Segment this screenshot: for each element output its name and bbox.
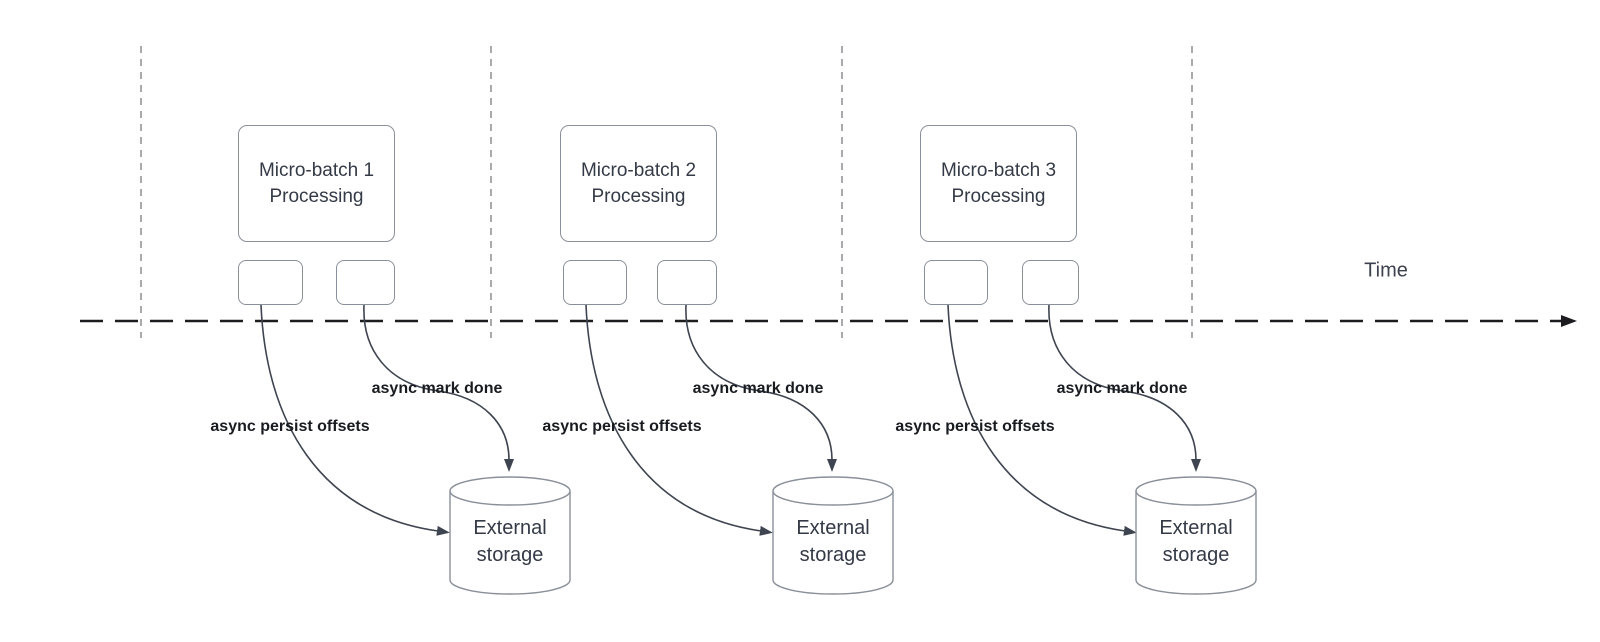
subtask-box-3-right: [1022, 260, 1079, 305]
micro-batch-3-box: Micro-batch 3 Processing: [920, 125, 1077, 242]
micro-batch-1-box: Micro-batch 1 Processing: [238, 125, 395, 242]
subtask-box-1-right: [336, 260, 395, 305]
persist-offsets-arrow-2: [585, 304, 773, 536]
subtask-box-3-left: [924, 260, 988, 305]
micro-batch-2-box: Micro-batch 2 Processing: [560, 125, 717, 242]
persist-offsets-label-2: async persist offsets: [542, 418, 702, 435]
subtask-box-2-right: [657, 260, 717, 305]
mark-done-arrow-1: [363, 304, 514, 472]
external-storage-label-3: External storage: [1159, 517, 1233, 566]
storage-cylinder-shape-1: [449, 476, 571, 595]
external-storage-label-1: External storage: [473, 517, 547, 566]
mark-done-label-1: async mark done: [371, 380, 503, 397]
mark-done-label-2: async mark done: [692, 380, 824, 397]
persist-offsets-label-1: async persist offsets: [210, 418, 370, 435]
storage-cylinder-shape-3: [1135, 476, 1257, 595]
persist-offsets-arrow-3: [947, 304, 1137, 536]
mark-done-arrow-3: [1048, 304, 1201, 472]
subtask-box-1-left: [238, 260, 303, 305]
persist-offsets-label-3: async persist offsets: [895, 418, 1055, 435]
subtask-box-2-left: [563, 260, 627, 305]
storage-cylinder-shape-2: [772, 476, 894, 595]
mark-done-arrow-2: [685, 304, 837, 472]
persist-offsets-arrow-1: [260, 304, 450, 536]
external-storage-label-2: External storage: [796, 517, 870, 566]
mark-done-label-3: async mark done: [1056, 380, 1188, 397]
time-axis-label: Time: [1364, 259, 1408, 282]
